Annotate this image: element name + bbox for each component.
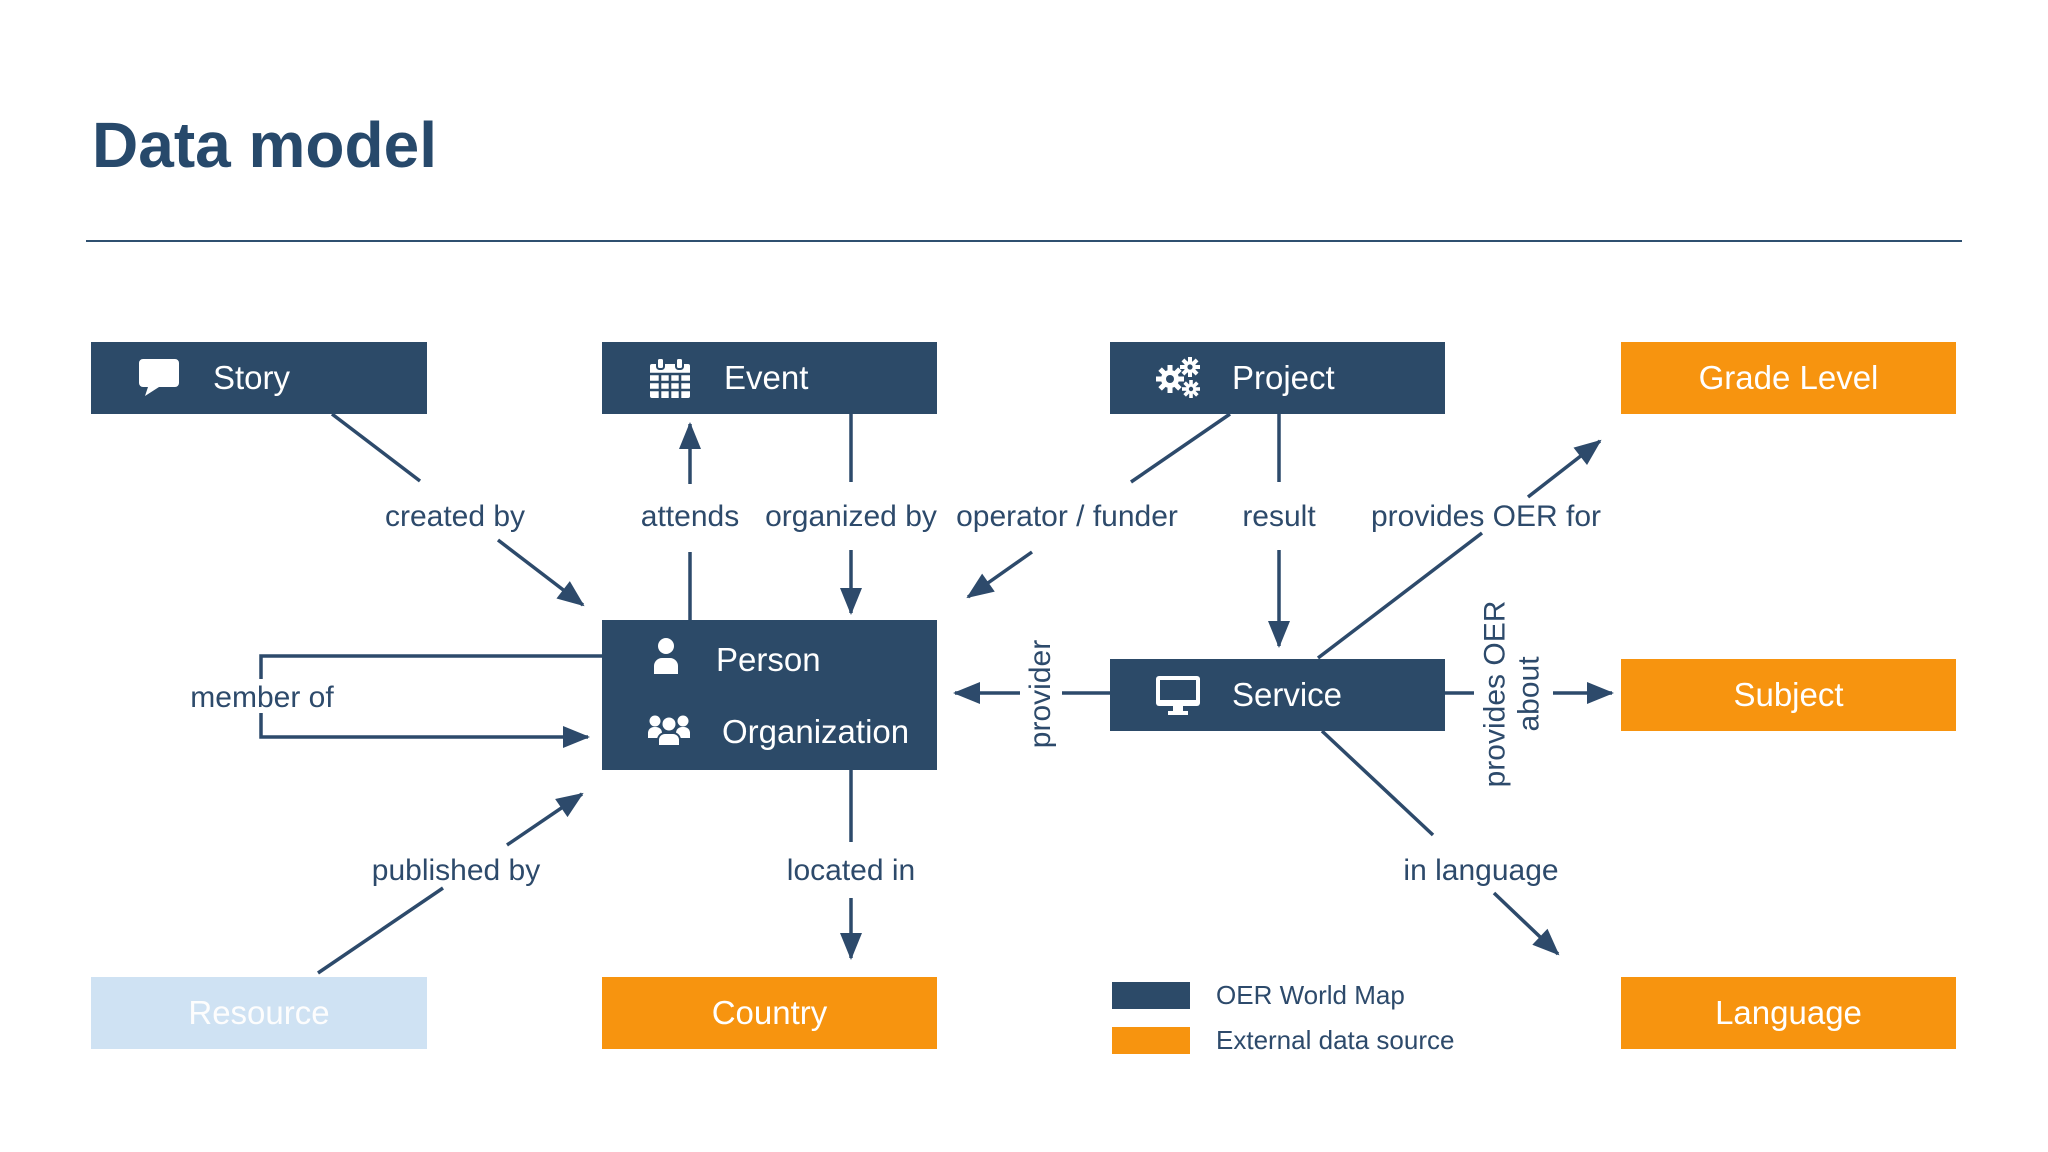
- node-label: Language: [1715, 994, 1862, 1031]
- edge-label-provides-oer-for: provides OER for: [1370, 500, 1602, 533]
- edge-label-attends: attends: [640, 500, 740, 533]
- edge-label-organized-by: organized by: [765, 500, 937, 533]
- node-label: Organization: [722, 713, 910, 750]
- organization-icon: [646, 708, 692, 756]
- person-icon: [646, 636, 686, 684]
- node-label: Project: [1232, 359, 1335, 396]
- node-label: Person: [716, 641, 821, 678]
- organization-row: Organization: [602, 704, 937, 760]
- legend-label: External data source: [1216, 1025, 1455, 1055]
- node-story: Story: [91, 342, 427, 414]
- node-label: Event: [724, 359, 809, 396]
- node-subject: Subject: [1621, 659, 1956, 731]
- title-divider: [86, 240, 1962, 242]
- node-label: Grade Level: [1698, 359, 1879, 396]
- node-label: Country: [711, 994, 828, 1031]
- edge-label-located-in: located in: [786, 854, 916, 887]
- legend-item-external-data-source: External data source: [1112, 1025, 1454, 1056]
- edge-label-in-language: in language: [1403, 854, 1559, 887]
- node-country: Country: [602, 977, 937, 1049]
- node-label: Resource: [188, 994, 330, 1031]
- node-project: Project: [1110, 342, 1445, 414]
- monitor-icon: [1154, 674, 1202, 716]
- edge-label-line: provides OER: [1478, 600, 1512, 788]
- edge-label-result: result: [1242, 500, 1316, 533]
- edge-label-provider: provider: [1024, 639, 1058, 749]
- edge-label-published-by: published by: [371, 854, 541, 887]
- person-row: Person: [602, 632, 937, 688]
- page-title: Data model: [92, 109, 437, 181]
- legend-item-oer-world-map: OER World Map: [1112, 980, 1454, 1011]
- edge-label-line: about: [1512, 656, 1545, 732]
- edge-label-created-by: created by: [384, 500, 526, 533]
- node-service: Service: [1110, 659, 1445, 731]
- edge-label-member-of: member of: [190, 681, 334, 714]
- legend: OER World Map External data source: [1112, 980, 1454, 1070]
- legend-swatch-orange: [1112, 1027, 1190, 1054]
- node-event: Event: [602, 342, 937, 414]
- node-grade-level: Grade Level: [1621, 342, 1956, 414]
- node-label: Story: [213, 359, 291, 396]
- gears-icon: [1154, 356, 1202, 400]
- calendar-icon: [646, 357, 694, 399]
- node-label: Subject: [1733, 676, 1844, 713]
- edge-label-provides-oer-about: provides OER about: [1478, 601, 1545, 788]
- legend-label: OER World Map: [1216, 980, 1405, 1010]
- node-person-organization: Person Organization: [602, 620, 937, 770]
- node-resource: Resource: [91, 977, 427, 1049]
- legend-swatch-navy: [1112, 982, 1190, 1009]
- node-language: Language: [1621, 977, 1956, 1049]
- node-label: Service: [1232, 676, 1343, 713]
- speech-bubble-icon: [135, 357, 183, 399]
- edge-label-operator-funder: operator / funder: [956, 500, 1178, 533]
